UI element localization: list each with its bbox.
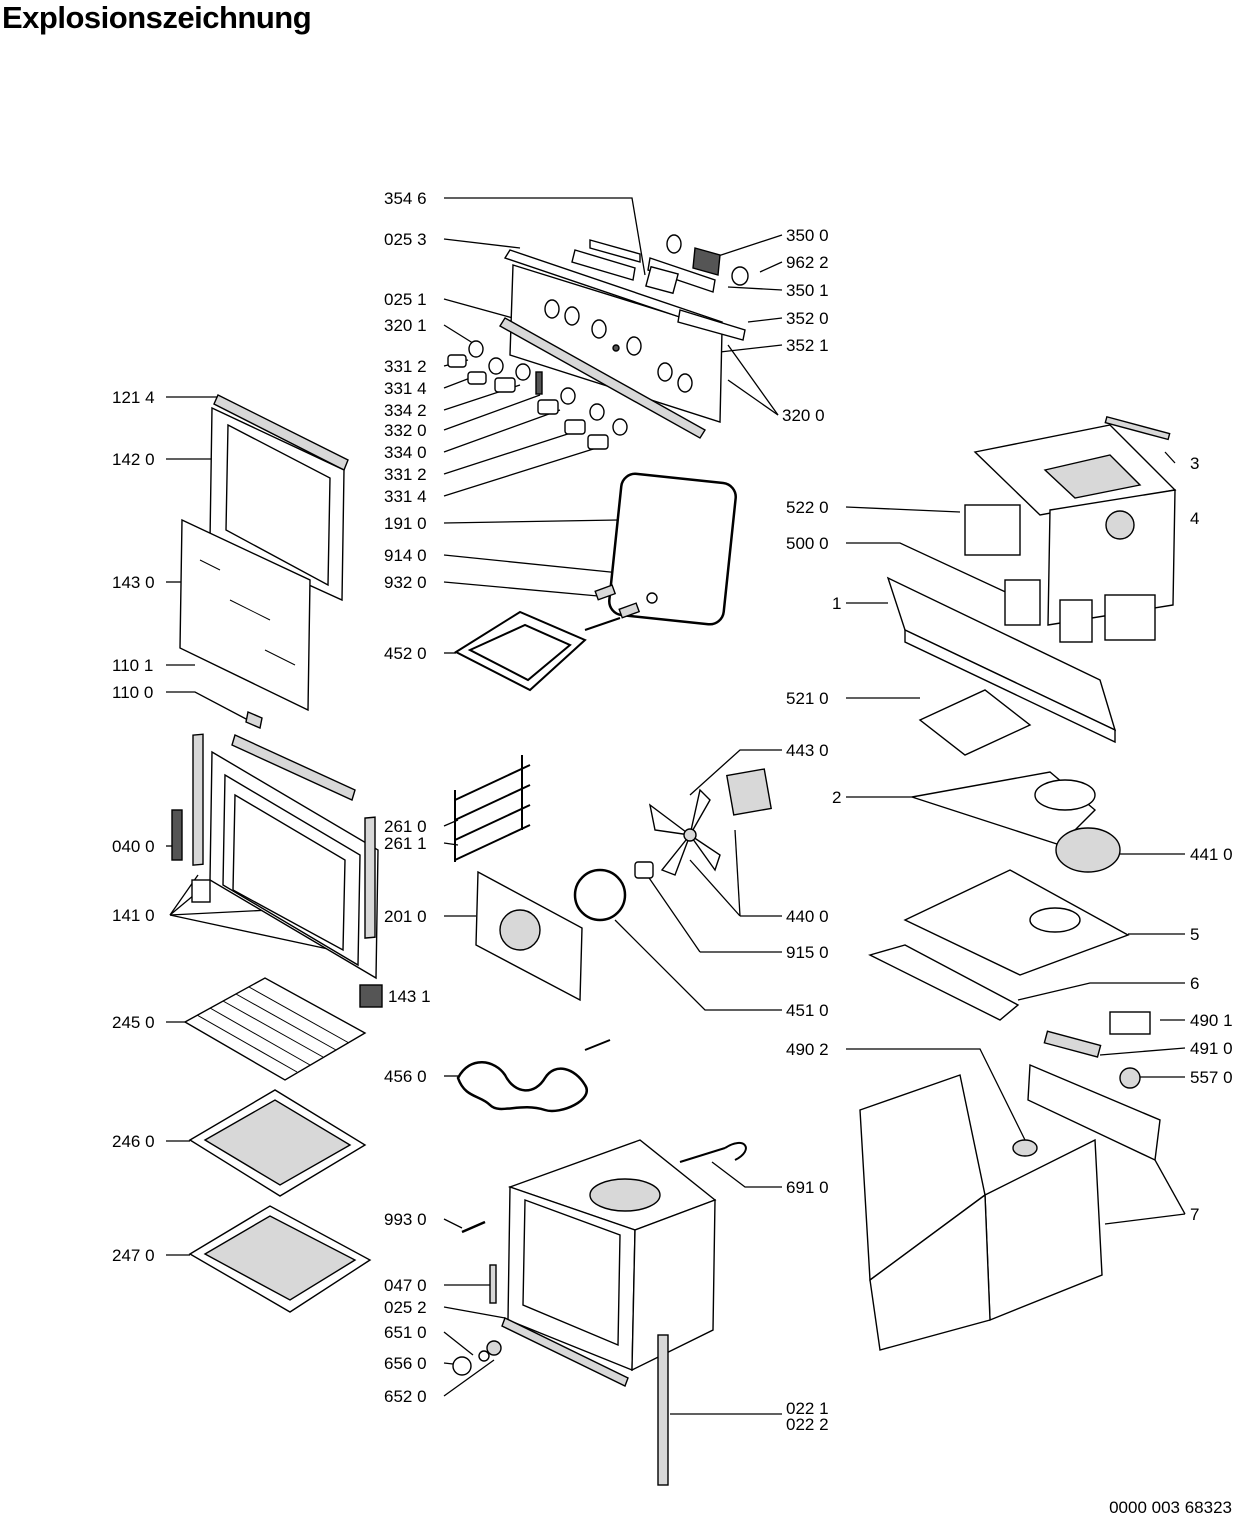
document-number: 0000 003 68323 — [1109, 1498, 1232, 1517]
part-label: 451 0 — [786, 1001, 829, 1020]
part-label: 354 6 — [384, 189, 427, 208]
part-label: 521 0 — [786, 689, 829, 708]
trays-and-racks — [183, 977, 372, 1313]
part-label: 350 1 — [786, 281, 829, 300]
right-housing-parts — [859, 415, 1177, 1351]
part-label: 456 0 — [384, 1067, 427, 1086]
part-label: 490 1 — [1190, 1011, 1233, 1030]
part-label: 7 — [1190, 1205, 1199, 1224]
part-label: 440 0 — [786, 907, 829, 926]
seal-and-heater-top — [453, 472, 737, 692]
part-label: 022 1 — [786, 1399, 829, 1418]
door-assembly — [171, 394, 383, 1008]
part-label: 1 — [832, 594, 841, 613]
part-label: 652 0 — [384, 1387, 427, 1406]
part-label: 040 0 — [112, 837, 155, 856]
part-label: 320 0 — [782, 406, 825, 425]
part-label: 691 0 — [786, 1178, 829, 1197]
part-label: 352 1 — [786, 336, 829, 355]
part-label: 500 0 — [786, 534, 829, 553]
part-label: 557 0 — [1190, 1068, 1233, 1087]
part-label: 522 0 — [786, 498, 829, 517]
part-label: 350 0 — [786, 226, 829, 245]
part-label: 914 0 — [384, 546, 427, 565]
part-label: 3 — [1190, 454, 1199, 473]
part-label: 143 0 — [112, 573, 155, 592]
part-label: 331 2 — [384, 465, 427, 484]
part-label: 246 0 — [112, 1132, 155, 1151]
part-label: 491 0 — [1190, 1039, 1233, 1058]
page-title: Explosionszeichnung — [2, 0, 312, 35]
knobs-and-switches — [447, 340, 628, 450]
part-label: 331 4 — [384, 487, 427, 506]
part-label: 915 0 — [786, 943, 829, 962]
part-label: 247 0 — [112, 1246, 155, 1265]
part-label: 320 1 — [384, 316, 427, 335]
part-label: 142 0 — [112, 450, 155, 469]
part-label: 443 0 — [786, 741, 829, 760]
part-label: 656 0 — [384, 1354, 427, 1373]
part-label: 334 0 — [384, 443, 427, 462]
part-label: 993 0 — [384, 1210, 427, 1229]
part-label: 2 — [832, 788, 841, 807]
part-label: 4 — [1190, 509, 1199, 528]
control-panel-parts — [499, 234, 749, 439]
part-label: 121 4 — [112, 388, 155, 407]
part-label: 047 0 — [384, 1276, 427, 1295]
part-label: 245 0 — [112, 1013, 155, 1032]
part-label: 441 0 — [1190, 845, 1233, 864]
part-label: 141 0 — [112, 906, 155, 925]
part-label: 5 — [1190, 925, 1199, 944]
part-label: 452 0 — [384, 644, 427, 663]
part-label: 332 0 — [384, 421, 427, 440]
leader-lines — [166, 197, 1186, 1415]
part-label: 025 3 — [384, 230, 427, 249]
part-label: 261 0 — [384, 817, 427, 836]
part-label: 025 1 — [384, 290, 427, 309]
part-label: 110 1 — [112, 656, 153, 675]
part-label: 490 2 — [786, 1040, 829, 1059]
part-label: 331 4 — [384, 379, 427, 398]
part-label: 201 0 — [384, 907, 427, 926]
part-label: 334 2 — [384, 401, 427, 420]
part-label: 110 0 — [112, 683, 153, 702]
part-label: 143 1 — [388, 987, 431, 1006]
part-label: 6 — [1190, 974, 1199, 993]
part-label: 331 2 — [384, 357, 427, 376]
part-labels: 354 6 025 3 025 1 320 1 331 2 331 4 334 … — [112, 189, 1233, 1434]
part-label: 261 1 — [384, 834, 427, 853]
part-label: 962 2 — [786, 253, 829, 272]
part-label: 025 2 — [384, 1298, 427, 1317]
part-label: 651 0 — [384, 1323, 427, 1342]
part-label: 191 0 — [384, 514, 427, 533]
part-label: 352 0 — [786, 309, 829, 328]
part-label: 022 2 — [786, 1415, 829, 1434]
oven-interior-parts — [454, 755, 772, 1163]
oven-cavity — [452, 1139, 717, 1486]
part-label: 932 0 — [384, 573, 427, 592]
